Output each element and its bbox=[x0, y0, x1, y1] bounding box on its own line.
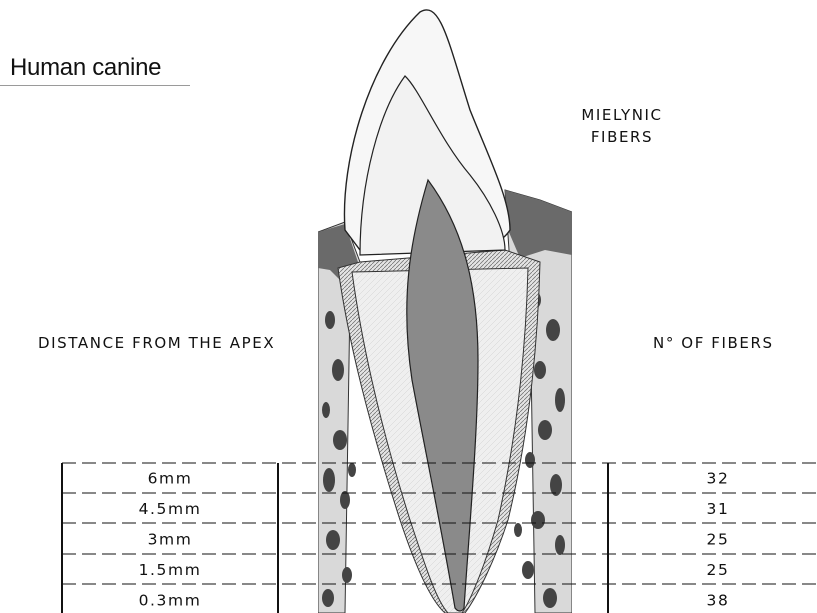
distance-cell: 1.5mm bbox=[139, 561, 202, 579]
distance-cell: 6mm bbox=[148, 469, 193, 487]
fibers-cell: 25 bbox=[707, 561, 730, 579]
fibers-cell: 38 bbox=[707, 591, 730, 609]
fibers-cell: 25 bbox=[707, 530, 730, 548]
distance-cell: 3mm bbox=[148, 530, 193, 548]
fibers-cell: 31 bbox=[707, 500, 730, 518]
distance-cell: 0.3mm bbox=[139, 591, 202, 609]
distance-cell: 4.5mm bbox=[139, 500, 202, 518]
fibers-cell: 32 bbox=[707, 469, 730, 487]
